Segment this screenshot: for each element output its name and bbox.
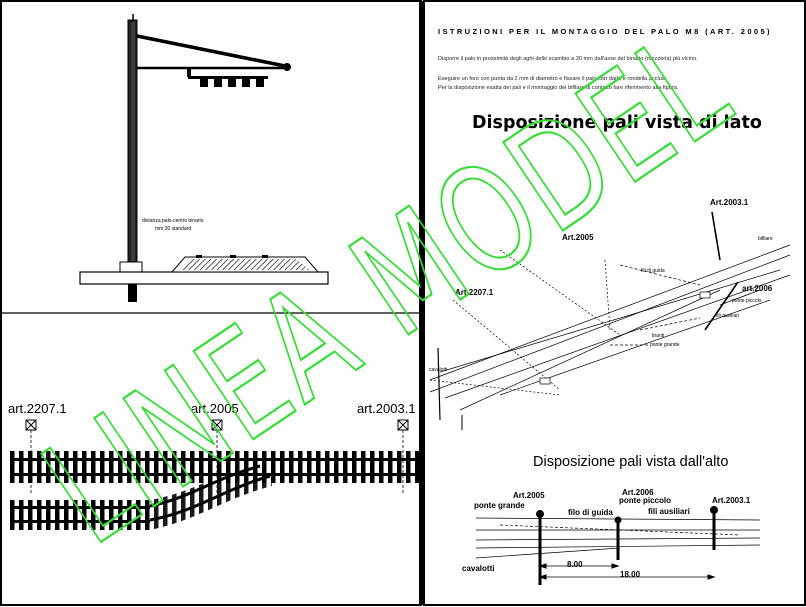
pole-distance-standard: mm.30 standard [155,226,192,232]
top-label-cavalotti: cavalotti [462,564,495,573]
label-art-2003: art.2003.1 [357,401,416,416]
top-label-ponte-piccolo: ponte piccolo [619,496,671,505]
top-label-art-2005: Art.2005 [513,491,545,500]
instruction-paragraph-3: Per la disposizione esatta dei pali e il… [438,85,679,91]
label-art-2207: art.2207.1 [8,401,67,416]
side-view-title: Disposizione pali vista di lato [472,113,762,133]
top-label-fili-ausiliari: fili ausiliari [648,507,690,516]
side-label-art-2006: art.2006 [742,284,773,293]
side-label-ponte-grande: ponte grande [650,342,680,348]
top-dimension-18: 18.00 [620,570,641,579]
pole-marker-2003 [397,419,409,494]
instruction-paragraph-1: Disporre il palo in prossimità degli agh… [438,56,698,62]
side-label-art-2005: Art.2005 [562,233,594,242]
pole-side-view [79,14,329,302]
center-divider [419,1,425,605]
side-label-fili-guida: fili di guida [641,268,665,274]
side-label-tiranti: tiranti [652,333,665,339]
top-view-title: Disposizione pali vista dall'alto [533,454,729,470]
instruction-heading: ISTRUZIONI PER IL MONTAGGIO DEL PALO M8 … [438,27,772,36]
side-label-bifilare: bifilare [758,236,773,242]
side-label-art-2003: Art.2003.1 [710,198,749,207]
top-label-filo-guida: filo di guida [568,508,613,517]
side-label-fili-ausiliari: fili ausiliari [716,313,740,319]
top-label-art-2003: Art.2003.1 [712,496,751,505]
label-art-2005: art.2005 [191,401,239,416]
side-label-ponte-piccolo: ponte piccolo [732,298,762,304]
side-perspective-diagram [429,211,791,430]
instruction-paragraph-2: Eseguire un foro con punta da 2 mm di di… [438,76,668,82]
top-label-ponte-grande: ponte grande [474,501,525,510]
side-label-art-2207: Art.2207.1 [455,288,494,297]
pole-marker-2207 [25,419,37,494]
top-view-diagram [475,506,761,585]
top-dimension-8: 8.00 [567,560,583,569]
pole-distance-note: distanza palo-centro binario [142,218,204,224]
track-top-view [10,419,420,530]
side-label-cavalotti: cavalotti [429,367,448,373]
top-label-art-2006: Art.2006 [622,488,654,497]
pole-marker-2005 [211,419,223,494]
